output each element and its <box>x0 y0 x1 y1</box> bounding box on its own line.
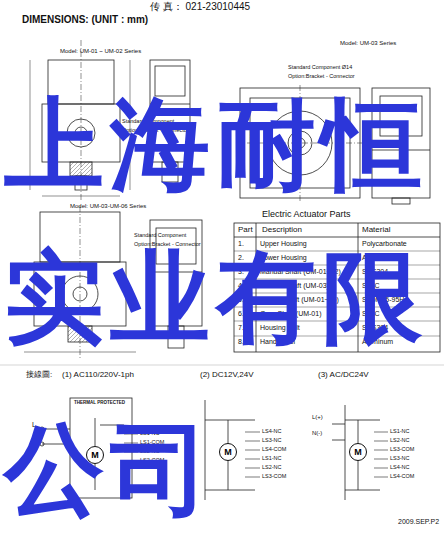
label-text: (1) AC110/220V-1ph <box>62 371 134 380</box>
label-text: (2) DC12V,24V <box>200 371 254 380</box>
watermark: 公司 <box>4 420 216 520</box>
label-text: (3) AC/DC24V <box>318 371 369 380</box>
label-text: Electric Actuator Parts <box>262 210 351 220</box>
label-text: LS1-NC <box>262 455 282 461</box>
label-text: 1. <box>238 240 244 248</box>
label-text: Material <box>362 226 390 235</box>
label-text: Standard Component Ø14 <box>288 64 352 70</box>
label-text: Option:Bracket - Connector <box>134 241 201 247</box>
label-text: LS3-COM <box>390 446 414 452</box>
label-text: LS1-NC <box>390 428 410 434</box>
label-text: Option:Bracket - Connector <box>288 73 355 79</box>
label-text: Description <box>262 226 302 235</box>
label-text: Model: UM-01 ~ UM-02 Series <box>60 48 141 55</box>
label-text: LS4-COM <box>390 473 414 479</box>
page-number: 2009.SEP.P2 <box>398 518 439 526</box>
label-text: LS4-NC <box>262 428 282 434</box>
label-text: Polycarbonate <box>362 240 407 248</box>
motor-label: M <box>224 447 232 457</box>
page-title: DIMENSIONS: (UNIT : mm) <box>22 14 148 25</box>
label-text: LS3-NC <box>262 437 282 443</box>
watermark: 实业有限 <box>4 248 428 348</box>
label-text: 传 真： 021-23010445 <box>150 1 250 12</box>
watermark: 上海耐恒 <box>4 95 428 195</box>
label-text: LS4-COM <box>262 446 286 452</box>
label-text: L(+) <box>312 414 323 421</box>
motor-label: M <box>354 447 362 457</box>
label-text: LS3-NC <box>390 455 410 461</box>
label-text: 接線圖: <box>26 371 52 380</box>
label-text: Model: UM-03 Series <box>340 40 396 47</box>
label-text: LS2-NC <box>390 437 410 443</box>
motor-symbol: M <box>349 443 367 461</box>
label-text: LS2-NC <box>262 464 282 470</box>
label-text: LS4-NC <box>390 464 410 470</box>
label-text: Standard Component <box>134 232 186 238</box>
motor-symbol: M <box>219 443 237 461</box>
label-text: Part <box>238 226 253 235</box>
label-text: Upper Housing <box>260 240 307 248</box>
label-text: THERMAL PROTECTED <box>74 401 125 406</box>
label-text: Model: UM-03-UM-06 Series <box>70 203 146 210</box>
label-text: LS3-COM <box>262 473 286 479</box>
label-text: N(-) <box>312 430 322 437</box>
